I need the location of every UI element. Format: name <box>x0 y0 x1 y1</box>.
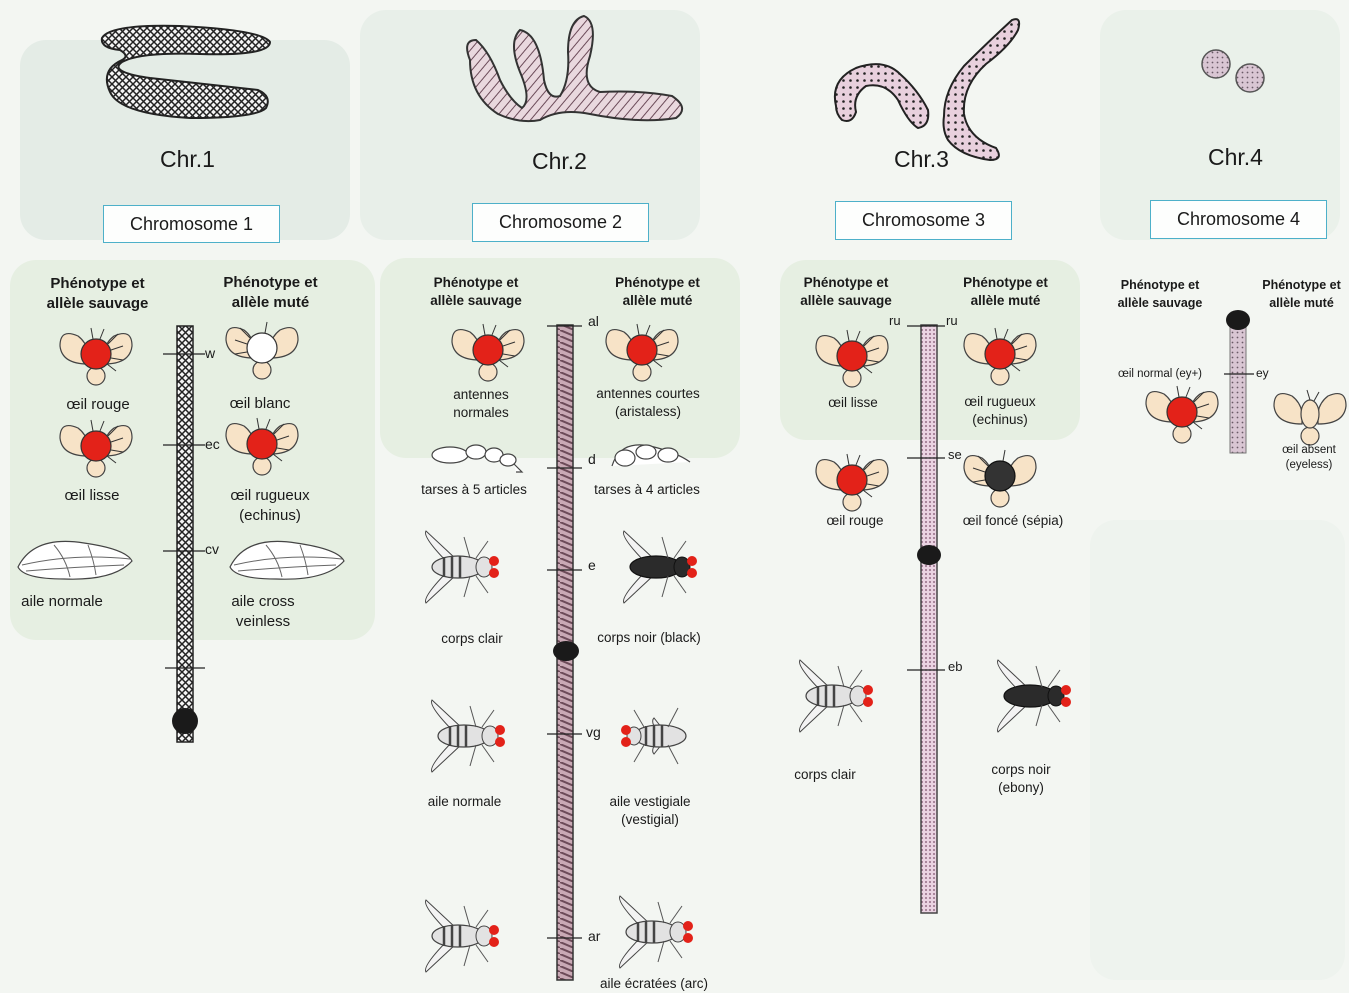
chr2-fly-black-icon <box>624 531 698 603</box>
chr4-drawing <box>1202 50 1264 92</box>
chr2-drawing <box>467 16 682 121</box>
chr2-mut-label-1: antennes courtes (aristaless) <box>584 385 712 421</box>
chr3-wild-label-1: œil lisse <box>808 394 898 412</box>
chr2-wild-label-3: corps clair <box>424 630 520 648</box>
chr1-mut-label-2: œil rugueux (echinus) <box>218 486 322 526</box>
chr2-mut-label-2: tarses à 4 articles <box>583 481 711 499</box>
chr3-mut-header: Phénotype et allèle muté <box>948 274 1063 310</box>
chr4-eye-normal-icon <box>1146 386 1218 443</box>
chr4-centromere <box>1226 310 1250 330</box>
chr3-locus-eb: eb <box>948 659 962 674</box>
chr1-mut-label-3: aile cross veinless <box>218 592 308 632</box>
chr2-antenna-short-icon <box>606 324 678 381</box>
chr1-wild-label-2: œil lisse <box>42 486 142 506</box>
chr3-wild-label-3: corps clair <box>780 766 870 784</box>
chr1-map-bar <box>177 326 193 742</box>
chr2-locus-d: d <box>588 451 596 467</box>
chr1-wild-label-1: œil rouge <box>48 395 148 415</box>
chr3-mut-label-2: œil foncé (sépia) <box>948 512 1078 530</box>
chr3-wild-header: Phénotype et allèle sauvage <box>786 274 906 310</box>
chr2-locus-ar: ar <box>588 928 600 944</box>
chr3-map-bar <box>921 325 937 913</box>
chr2-fly-arc-icon <box>620 896 694 968</box>
chr1-eye-rough-icon <box>226 418 298 475</box>
chr1-eye-red-icon <box>60 328 132 385</box>
chr1-wild-header: Phénotype et allèle sauvage <box>30 274 165 314</box>
chr3-fly-light-icon <box>800 660 874 732</box>
chr3-fly-ebony-icon <box>998 660 1072 732</box>
chr3-drawing <box>835 19 1019 160</box>
chr1-centromere <box>172 708 198 734</box>
chr3-eye-rough-icon <box>964 328 1036 385</box>
chr4-locus-ey: ey <box>1256 366 1269 380</box>
chr2-mut-label-3: corps noir (black) <box>585 629 713 647</box>
chr1-wing-normal-icon <box>18 541 132 579</box>
chr2-mut-label-5: aile écratées (arc) <box>586 975 722 993</box>
chr1-eye-smooth-icon <box>60 420 132 477</box>
chr1-mut-header: Phénotype et allèle muté <box>208 273 333 313</box>
chr1-locus-w: w <box>205 345 215 361</box>
chr2-fly-vestigial-icon <box>621 708 686 764</box>
chr2-locus-e: e <box>588 557 596 573</box>
chr4-mut-header: Phénotype et allèle muté <box>1254 276 1349 312</box>
chr2-fly-light-icon <box>426 531 500 603</box>
chr3-wild-label-2: œil rouge <box>808 512 902 530</box>
chr3-centromere <box>917 545 941 565</box>
chr2-wild-header: Phénotype et allèle sauvage <box>416 274 536 310</box>
chr3-locus-ru-left: ru <box>889 313 901 328</box>
chr2-locus-vg: vg <box>586 724 601 740</box>
chr1-drawing <box>102 26 270 118</box>
chr1-wing-crossveinless-icon <box>230 541 344 579</box>
chr3-locus-se: se <box>948 447 962 462</box>
chr4-map-bar <box>1230 320 1246 453</box>
chr2-mut-header: Phénotype et allèle muté <box>600 274 715 310</box>
chr4-wild-label-1: œil normal (ey+) <box>1110 367 1210 382</box>
chr2-fly-normal-wing-2-icon <box>426 900 500 972</box>
chr2-tarsi-5-icon <box>432 445 522 472</box>
chr2-fly-normal-wing-icon <box>432 700 506 772</box>
chr2-wild-label-2: tarses à 5 articles <box>410 481 538 499</box>
chr3-mut-label-1: œil rugueux (echinus) <box>950 393 1050 429</box>
chr3-eye-sepia-icon <box>964 450 1036 507</box>
chr1-locus-ec: ec <box>205 436 220 452</box>
chr2-centromere <box>553 641 579 661</box>
chr4-wild-header: Phénotype et allèle sauvage <box>1106 276 1214 312</box>
chr3-mut-label-3: corps noir (ebony) <box>976 761 1066 797</box>
chr2-locus-al: al <box>588 313 599 329</box>
chr1-wild-label-3: aile normale <box>8 592 116 612</box>
chr2-tarsi-4-icon <box>612 445 690 466</box>
chr2-wild-label-4: aile normale <box>412 793 517 811</box>
chr1-eye-white-icon <box>226 322 298 379</box>
chr3-eye-red-icon <box>816 454 888 511</box>
chr4-mut-label-1: œil absent (eyeless) <box>1274 443 1344 473</box>
chr2-wild-label-1: antennes normales <box>435 386 527 422</box>
chr1-locus-cv: cv <box>205 541 219 557</box>
chr3-eye-smooth-icon <box>816 330 888 387</box>
chr4-eye-absent-icon <box>1274 390 1346 445</box>
chr2-mut-label-4: aile vestigiale (vestigial) <box>598 793 702 829</box>
chr1-mut-label-1: œil blanc <box>210 394 310 414</box>
chr2-antenna-normal-icon <box>452 324 524 381</box>
chr3-locus-ru-right: ru <box>946 313 958 328</box>
